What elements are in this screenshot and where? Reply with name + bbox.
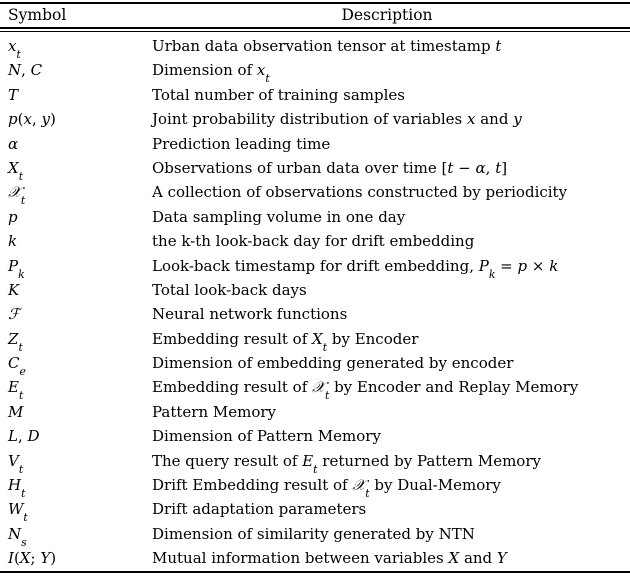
table-row: Ce Dimension of embedding generated by en… [0, 351, 630, 379]
table-row: Xt Observations of urban data over time [… [0, 156, 630, 183]
column-header-description: Description [341, 6, 433, 24]
description-cell: Total number of training samples [152, 85, 405, 104]
table-top-rule [0, 2, 630, 4]
table-row: K Total look-back days [0, 278, 630, 302]
symbol-cell: Xt [8, 158, 24, 183]
description-cell: Neural network functions [152, 305, 348, 324]
table-row: α Prediction leading time [0, 132, 630, 156]
symbol-cell: 𝒳t [8, 183, 26, 208]
table-row: M Pattern Memory [0, 400, 630, 424]
symbol-cell: Et [8, 378, 24, 403]
description-cell: Mutual information between variables X a… [152, 549, 507, 568]
table-row: Ht Drift Embedding result of 𝒳t by Dual-M… [0, 473, 630, 501]
description-cell: Prediction leading time [152, 134, 331, 153]
symbol-cell: L, D [8, 427, 40, 446]
description-cell: Data sampling volume in one day [152, 207, 406, 226]
table-row: Wt Drift adaptation parameters [0, 497, 630, 525]
table-row: Zt Embedding result of Xt by Encoder [0, 327, 630, 354]
symbol-cell: ℱ [8, 305, 20, 324]
symbol-cell: N, C [8, 61, 43, 80]
description-cell: Embedding result of Xt by Encoder [152, 329, 419, 354]
symbol-cell: M [8, 402, 24, 421]
table-row: L, D Dimension of Pattern Memory [0, 424, 630, 448]
description-cell: Total look-back days [152, 280, 307, 299]
table-row: Vt The query result of Et returned by Pat… [0, 449, 630, 476]
table-row: p Data sampling volume in one day [0, 205, 630, 229]
symbol-cell: Ns [8, 524, 27, 549]
table-row: Ns Dimension of similarity generated by N… [0, 522, 630, 549]
symbol-cell: Zt [8, 329, 23, 354]
symbol-cell: I(X; Y) [8, 549, 57, 568]
symbol-cell: K [8, 280, 20, 299]
table-row: Pk Look-back timestamp for drift embeddin… [0, 254, 630, 281]
table-body: xt Urban data observation tensor at times… [0, 34, 630, 571]
description-cell: Drift adaptation parameters [152, 500, 367, 519]
table-header-rule-upper [0, 27, 630, 29]
table-header-rule-lower [0, 31, 630, 33]
table-row: k the k-th look-back day for drift embedd… [0, 229, 630, 253]
description-cell: The query result of Et returned by Patte… [152, 451, 541, 476]
column-header-symbol: Symbol [8, 6, 67, 24]
symbol-cell: α [8, 134, 19, 153]
description-cell: the k-th look-back day for drift embeddi… [152, 232, 475, 251]
description-cell: Embedding result of 𝒳t by Encoder and Re… [152, 378, 579, 403]
symbol-cell: Ht [8, 476, 26, 501]
description-cell: Dimension of xt [152, 61, 270, 86]
symbol-cell: k [8, 232, 18, 251]
description-cell: Dimension of Pattern Memory [152, 427, 381, 446]
description-cell: Joint probability distribution of variab… [152, 110, 522, 129]
table-header-row: Symbol Description [0, 4, 630, 27]
table-row: N, C Dimension of xt [0, 58, 630, 86]
table-row: 𝒳t A collection of observations construct… [0, 180, 630, 208]
table-row: ℱ Neural network functions [0, 302, 630, 326]
description-cell: Dimension of embedding generated by enco… [152, 354, 514, 373]
description-cell: Urban data observation tensor at timesta… [152, 37, 502, 55]
description-cell: Observations of urban data over time [t … [152, 158, 508, 177]
symbol-cell: Pk [8, 256, 25, 281]
description-cell: A collection of observations constructed… [152, 183, 568, 202]
symbol-cell: Wt [8, 500, 28, 525]
description-cell: Pattern Memory [152, 402, 277, 421]
symbol-cell: Ce [8, 354, 26, 379]
symbol-cell: T [8, 85, 19, 104]
symbol-cell: Vt [8, 451, 24, 476]
description-cell: Dimension of similarity generated by NTN [152, 524, 475, 543]
table-bottom-rule [0, 571, 630, 573]
table-row: p(x, y) Joint probability distribution of… [0, 107, 630, 131]
table-row: Et Embedding result of 𝒳t by Encoder and … [0, 375, 630, 403]
description-cell: Drift Embedding result of 𝒳t by Dual-Mem… [152, 476, 501, 501]
symbol-cell: p(x, y) [8, 110, 56, 129]
table-row: I(X; Y) Mutual information between variab… [0, 546, 630, 570]
description-cell: Look-back timestamp for drift embedding,… [152, 256, 559, 281]
symbol-cell: p [8, 207, 18, 226]
symbol-cell: xt [8, 37, 21, 62]
table-row: T Total number of training samples [0, 83, 630, 107]
table-row: xt Urban data observation tensor at times… [0, 34, 630, 62]
